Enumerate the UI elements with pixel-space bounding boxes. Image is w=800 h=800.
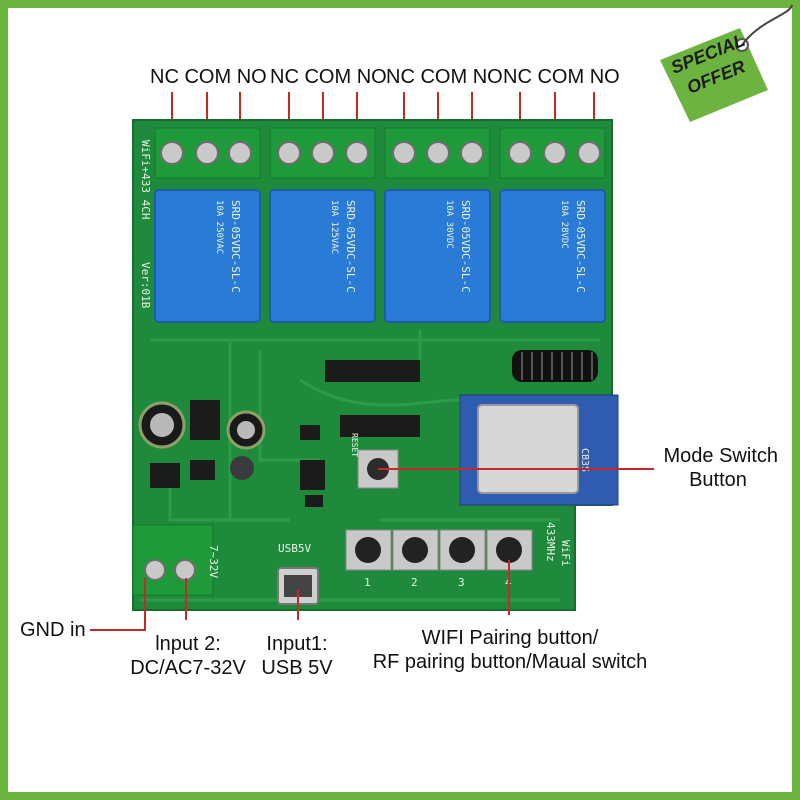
relay-4-rating: 10A 28VDC [559, 200, 569, 249]
mode-switch-line-2: Button [689, 469, 747, 491]
terminal-labels-relay-3: NC COM NO [386, 65, 503, 89]
input1-line-1: Input1: [266, 633, 328, 655]
label-no: NO [356, 66, 387, 88]
button-number-1: 1 [364, 576, 371, 589]
wifi-silkscreen: WiFi [559, 540, 572, 567]
relay-4-model: SRD-05VDC-SL-C [574, 200, 587, 293]
antenna-coil [512, 350, 598, 382]
pairing-line-1: WIFI Pairing button/ [421, 627, 599, 649]
label-com: COM [304, 66, 352, 88]
special-offer-tag: SPECIAL OFFER [660, 4, 793, 122]
relays [154, 189, 606, 323]
label-no: NO [589, 66, 620, 88]
relay-3-model: SRD-05VDC-SL-C [459, 200, 472, 293]
wifi-module-label: CB3S [579, 448, 590, 472]
ics [150, 360, 420, 507]
board-version: Ver:01B [139, 262, 152, 309]
label-nc: NC [270, 66, 299, 88]
button-number-2: 2 [411, 576, 418, 589]
callout-lines [90, 468, 654, 631]
relay-2-rating: 10A 125VAC [329, 200, 339, 254]
label-no: NO [236, 66, 267, 88]
capacitors [138, 401, 266, 480]
power-silkscreen: 7~32V [207, 545, 220, 578]
terminal-labels-relay-4: NC COM NO [503, 65, 620, 89]
input1-line-2: USB 5V [261, 657, 333, 679]
input2-line-1: lnput 2: [155, 633, 221, 655]
input1-label: Input1: USB 5V [252, 632, 342, 680]
label-com: COM [420, 66, 468, 88]
mode-switch-label: Mode Switch Button [658, 444, 779, 492]
reset-silkscreen: RESET [350, 433, 359, 457]
terminal-labels-relay-2: NC COM NO [270, 65, 387, 89]
input2-line-2: DC/AC7-32V [130, 657, 246, 679]
input2-label: lnput 2: DC/AC7-32V [128, 632, 248, 680]
relay-1-rating: 10A 250VAC [214, 200, 224, 254]
terminal-screws [160, 141, 601, 165]
label-no: NO [472, 66, 503, 88]
gnd-label: GND in [20, 619, 86, 641]
label-nc: NC [150, 66, 179, 88]
relay-1-model: SRD-05VDC-SL-C [229, 200, 242, 293]
label-nc: NC [503, 66, 532, 88]
terminal-labels-relay-1: NC COM NO [150, 65, 267, 89]
wifi-module-shield [477, 404, 579, 494]
relay-2-model: SRD-05VDC-SL-C [344, 200, 357, 293]
board-title: WiFi+433 4CH [139, 140, 152, 219]
button-number-3: 3 [458, 576, 465, 589]
freq-silkscreen: 433MHz [544, 522, 557, 562]
pairing-line-2: RF pairing button/Maual switch [372, 651, 648, 673]
label-com: COM [184, 66, 232, 88]
pairing-label: WIFI Pairing button/ RF pairing button/M… [350, 626, 670, 674]
tactile-buttons [345, 529, 533, 571]
relay-3-rating: 10A 30VDC [444, 200, 454, 249]
usb-silkscreen: USB5V [278, 542, 311, 555]
label-com: COM [537, 66, 585, 88]
mode-switch-line-1: Mode Switch [663, 445, 779, 467]
power-terminal-block [132, 524, 214, 596]
label-nc: NC [386, 66, 415, 88]
